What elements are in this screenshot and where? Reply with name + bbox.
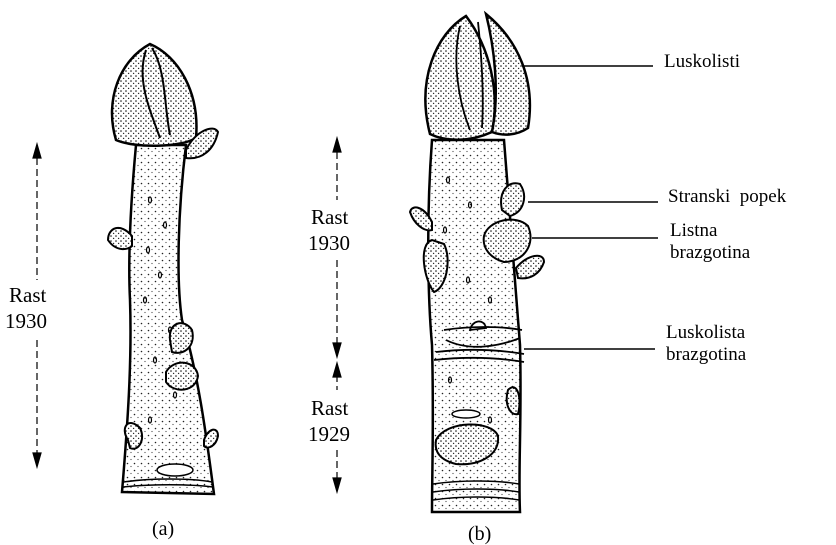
twig-b-lateral-bud [501, 183, 524, 216]
callout-leader-lines [522, 66, 658, 349]
twig-b-lateral-bud [507, 387, 520, 414]
twig-a-caption: (a) [152, 518, 174, 540]
twig-b-upper-growth-line2: 1930 [308, 231, 350, 255]
twig-b-upper-growth-line1: Rast [311, 205, 349, 229]
callout-bud-scales: Luskolisti [664, 51, 740, 72]
callout-leaf-scar-line2: brazgotina [670, 242, 751, 263]
twig-a: Rast 1930 (a) [5, 44, 218, 540]
twig-a-growth-label-line2: 1930 [5, 309, 47, 333]
twig-b-lower-growth-line1: Rast [311, 396, 349, 420]
twig-a-lateral-bud [108, 228, 132, 249]
twig-a-leaf-scar [157, 464, 193, 476]
twig-b-leaf-scar [484, 220, 531, 262]
callout-leaf-scar-line1: Listna [670, 220, 718, 241]
twig-b-lower-growth-line2: 1929 [308, 422, 350, 446]
twig-a-leaf-scar [166, 363, 198, 390]
twig-b-caption: (b) [468, 523, 491, 545]
twig-b-lateral-bud [516, 256, 544, 279]
callout-scale-scar-line2: brazgotina [666, 344, 747, 365]
twig-a-terminal-bud [112, 44, 196, 146]
callout-lateral-bud: Stranski popek [668, 186, 787, 207]
twig-b: Rast 1930 Rast 1929 (b) [308, 14, 544, 545]
callout-scale-scar-line1: Luskolista [666, 322, 746, 343]
twig-a-growth-label-line1: Rast [9, 283, 47, 307]
twig-a-lateral-bud [170, 323, 193, 353]
twig-b-leaf-scar [452, 410, 480, 418]
twig-b-bud-scale-left [425, 16, 494, 140]
